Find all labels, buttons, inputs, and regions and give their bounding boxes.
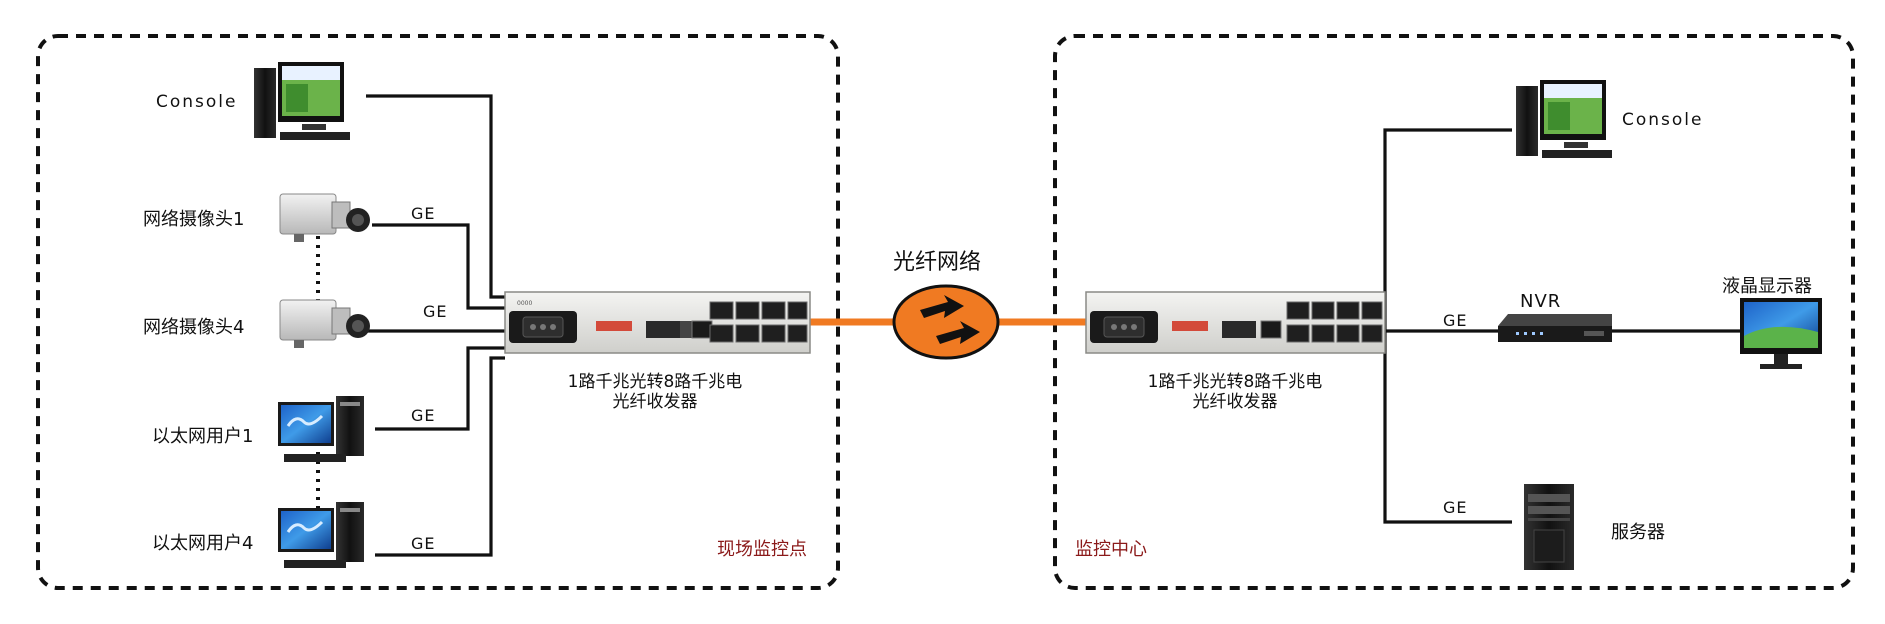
right-nvr-link-label: GE — [1443, 311, 1468, 330]
left-camera4-label: 网络摄像头4 — [143, 317, 245, 338]
media-converter-icon — [1085, 291, 1386, 354]
right-zone-label: 监控中心 — [1075, 539, 1147, 560]
desktop-pc-icon — [1516, 80, 1612, 158]
right-nvr-label: NVR — [1520, 291, 1562, 312]
right-console-label: Console — [1622, 110, 1704, 130]
left-user4-label: 以太网用户4 — [152, 533, 254, 554]
right-transceiver-line2: 光纤收发器 — [1192, 392, 1278, 412]
nvr-icon — [1498, 314, 1612, 342]
left-user4-link-label: GE — [411, 534, 436, 553]
left-zone-label: 现场监控点 — [717, 539, 807, 560]
media-converter-icon: 0000 — [504, 291, 811, 354]
ip-camera-icon — [279, 299, 370, 348]
left-user1-label: 以太网用户1 — [152, 426, 254, 447]
svg-text:0000: 0000 — [517, 300, 532, 307]
right-server-label: 服务器 — [1611, 522, 1665, 543]
workstation-icon — [278, 396, 364, 462]
left-zone-box — [36, 34, 840, 590]
left-wiring — [366, 94, 505, 557]
ip-camera-icon — [279, 193, 370, 242]
left-transceiver-label: 1路千兆光转8路千兆电 光纤收发器 — [545, 372, 765, 412]
fiber-cloud-icon — [892, 284, 1000, 360]
server-tower-icon — [1524, 484, 1574, 570]
left-transceiver-line2: 光纤收发器 — [612, 392, 698, 412]
right-zone-box — [1053, 34, 1855, 590]
right-transceiver-line1: 1路千兆光转8路千兆电 — [1147, 372, 1323, 392]
left-camera4-link-label: GE — [423, 302, 448, 321]
workstation-icon — [278, 502, 364, 568]
left-user1-link-label: GE — [411, 406, 436, 425]
lcd-monitor-icon — [1740, 298, 1822, 369]
desktop-pc-icon — [254, 62, 350, 140]
right-server-link-label: GE — [1443, 498, 1468, 517]
left-console-label: Console — [156, 92, 238, 112]
right-display-label: 液晶显示器 — [1722, 276, 1812, 297]
right-transceiver-label: 1路千兆光转8路千兆电 光纤收发器 — [1125, 372, 1345, 412]
left-camera1-link-label: GE — [411, 204, 436, 223]
left-transceiver-line1: 1路千兆光转8路千兆电 — [567, 372, 743, 392]
fiber-network-label: 光纤网络 — [893, 250, 982, 275]
left-camera1-label: 网络摄像头1 — [143, 209, 245, 230]
